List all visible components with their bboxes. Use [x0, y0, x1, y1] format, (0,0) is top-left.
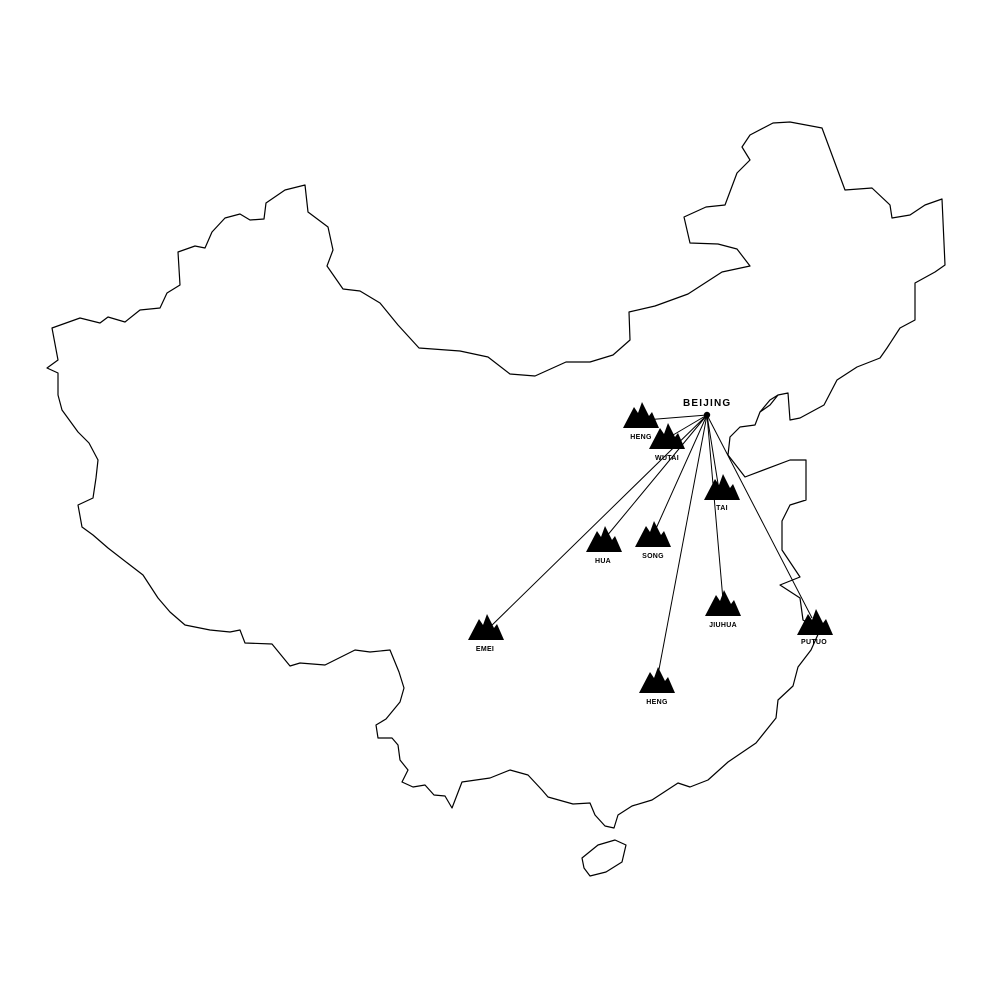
route-emei	[486, 414, 708, 631]
route-tai	[706, 414, 720, 491]
routes	[486, 414, 813, 681]
route-jiuhua	[706, 414, 724, 601]
mountain-label: SONG	[642, 553, 664, 560]
route-putuo	[706, 414, 813, 619]
route-song	[653, 414, 708, 534]
mountain-hua: HUA	[586, 526, 622, 565]
mountain-emei: EMEI	[468, 614, 504, 653]
mountain-song: SONG	[635, 521, 671, 560]
mountain-label: PUTUO	[801, 639, 827, 646]
mountain-label: HUA	[595, 558, 611, 565]
mountain-label: JIUHUA	[709, 622, 737, 629]
beijing-marker	[703, 411, 711, 419]
mountain-heng-north: HENG	[623, 402, 659, 441]
hainan-island-outline	[581, 839, 627, 877]
china-mainland-outline	[46, 121, 946, 829]
mountain-heng-south: HENG	[639, 667, 675, 706]
mountain-jiuhua: JIUHUA	[705, 590, 741, 629]
route-heng-north	[644, 414, 708, 421]
route-hua	[605, 414, 708, 538]
beijing-label: BEIJING	[683, 398, 731, 409]
mountain-label: WUTAI	[655, 455, 679, 462]
mountain-label: EMEI	[476, 646, 494, 653]
mountain-tai: TAI	[704, 474, 740, 512]
mountain-label: HENG	[646, 699, 668, 706]
mountain-label: HENG	[630, 434, 652, 441]
mountain-label: TAI	[716, 505, 728, 512]
mountain-wutai: WUTAI	[649, 423, 685, 462]
mountain-putuo: PUTUO	[797, 609, 833, 646]
coastline-detail	[759, 394, 779, 413]
route-heng-south	[656, 414, 708, 681]
route-wutai	[667, 414, 708, 439]
